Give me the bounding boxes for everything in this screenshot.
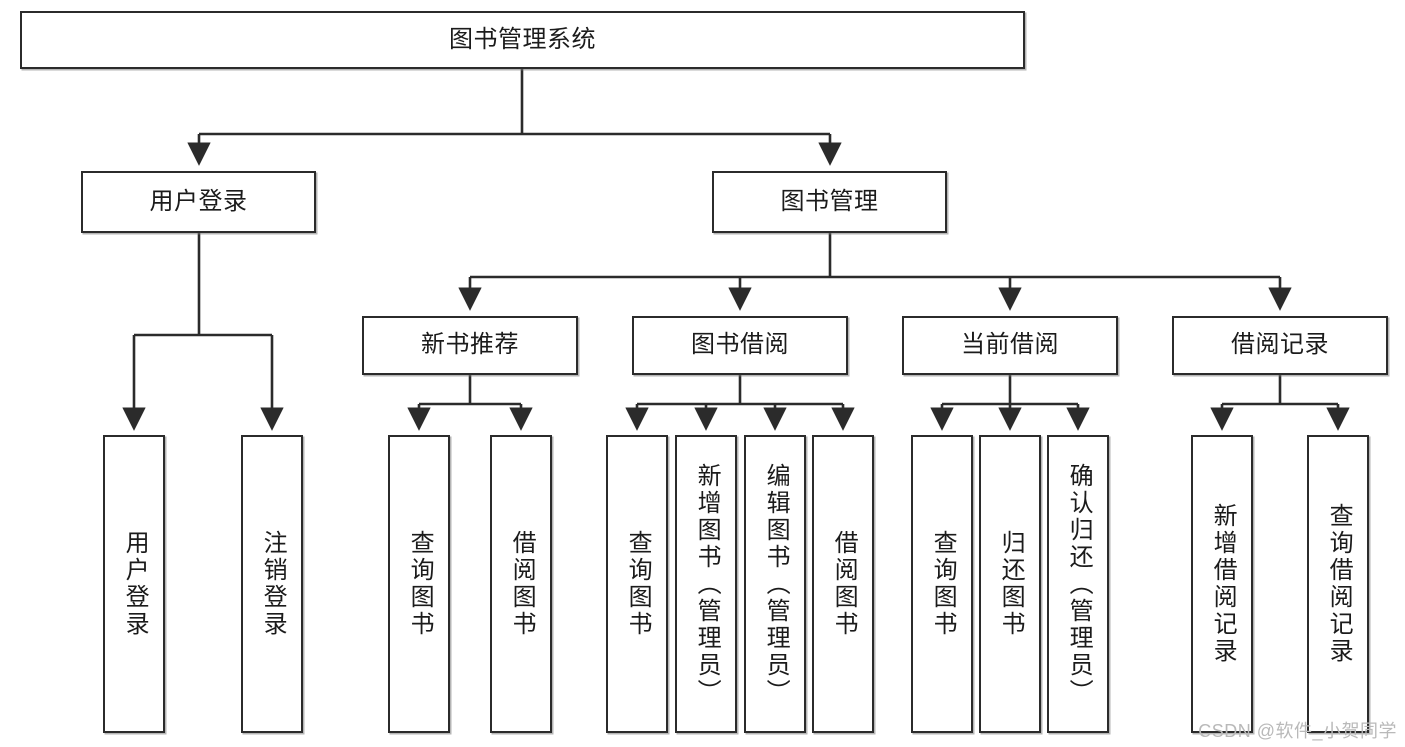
node-leaf-borrow-book-label: 借阅图书 (830, 530, 858, 638)
node-leaf-return-book-label: 归还图书 (997, 530, 1025, 638)
node-leaf-return-book[interactable]: 归还图书 (979, 435, 1041, 733)
node-leaf-edit-book-admin-label: 编辑图书（管理员） (762, 462, 790, 706)
node-leaf-query-book[interactable]: 查询图书 (606, 435, 668, 733)
node-new-book-recommend[interactable]: 新书推荐 (362, 316, 578, 375)
node-book-management-label: 图书管理 (780, 187, 879, 215)
node-leaf-query-borrow-record-label: 查询借阅记录 (1325, 503, 1353, 665)
node-leaf-logout[interactable]: 注销登录 (241, 435, 303, 733)
node-user-login[interactable]: 用户登录 (81, 171, 316, 233)
node-borrow-record[interactable]: 借阅记录 (1172, 316, 1388, 375)
node-leaf-add-borrow-record-label: 新增借阅记录 (1209, 503, 1237, 665)
node-leaf-borrow-book-new-label: 借阅图书 (508, 530, 536, 638)
node-leaf-confirm-return-admin-label: 确认归还（管理员） (1065, 462, 1093, 706)
node-current-borrow-label: 当前借阅 (961, 331, 1059, 359)
node-leaf-add-book-admin-label: 新增图书（管理员） (693, 462, 721, 706)
node-leaf-add-borrow-record[interactable]: 新增借阅记录 (1191, 435, 1253, 733)
node-borrow-record-label: 借阅记录 (1231, 331, 1329, 359)
node-book-borrow[interactable]: 图书借阅 (632, 316, 848, 375)
csdn-watermark: CSDN @软件_小贺同学 (1198, 721, 1397, 741)
node-leaf-edit-book-admin[interactable]: 编辑图书（管理员） (744, 435, 806, 733)
node-leaf-query-book-new-label: 查询图书 (406, 530, 434, 638)
node-leaf-query-book-current[interactable]: 查询图书 (911, 435, 973, 733)
node-current-borrow[interactable]: 当前借阅 (902, 316, 1118, 375)
node-leaf-confirm-return-admin[interactable]: 确认归还（管理员） (1047, 435, 1109, 733)
node-book-management[interactable]: 图书管理 (712, 171, 947, 233)
node-root[interactable]: 图书管理系统 (20, 11, 1025, 69)
node-leaf-query-book-label: 查询图书 (624, 530, 652, 638)
node-new-book-recommend-label: 新书推荐 (421, 331, 519, 359)
node-leaf-borrow-book[interactable]: 借阅图书 (812, 435, 874, 733)
node-leaf-borrow-book-new[interactable]: 借阅图书 (490, 435, 552, 733)
node-leaf-user-login-label: 用户登录 (121, 530, 149, 638)
node-book-borrow-label: 图书借阅 (691, 331, 789, 359)
node-root-label: 图书管理系统 (449, 25, 596, 53)
node-leaf-add-book-admin[interactable]: 新增图书（管理员） (675, 435, 737, 733)
node-leaf-query-book-new[interactable]: 查询图书 (388, 435, 450, 733)
node-leaf-query-borrow-record[interactable]: 查询借阅记录 (1307, 435, 1369, 733)
node-leaf-logout-label: 注销登录 (259, 530, 287, 638)
node-leaf-user-login[interactable]: 用户登录 (103, 435, 165, 733)
node-leaf-query-book-current-label: 查询图书 (929, 530, 957, 638)
node-user-login-label: 用户登录 (149, 187, 248, 215)
